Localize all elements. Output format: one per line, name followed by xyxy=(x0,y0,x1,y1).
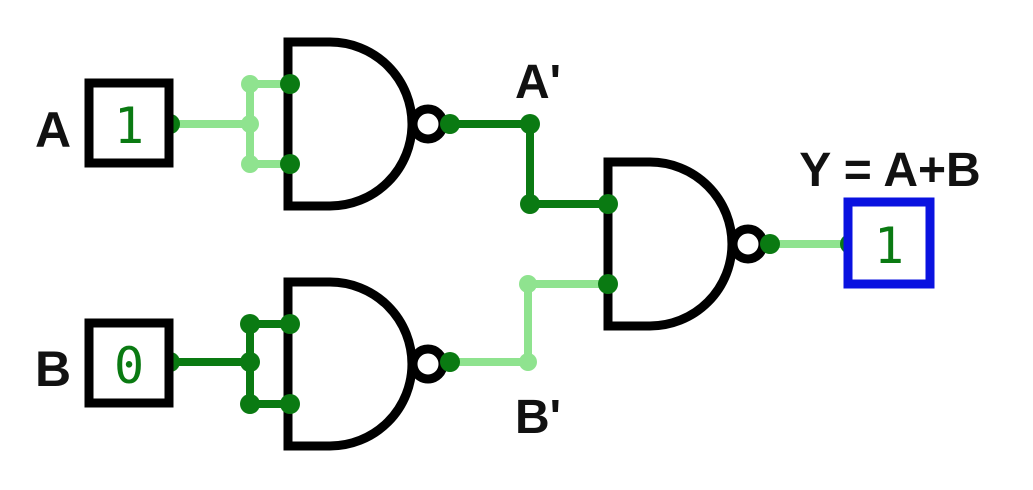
junction-dot xyxy=(241,75,259,93)
junction-dot xyxy=(519,353,537,371)
input-a-value: 1 xyxy=(114,97,144,155)
nand-gate-top xyxy=(283,37,448,211)
junction-dot xyxy=(519,275,537,293)
junction-dot xyxy=(280,314,300,334)
output-y-box xyxy=(843,197,935,289)
junction-dot xyxy=(240,352,260,372)
nand-gate-output xyxy=(603,157,768,331)
junction-dot xyxy=(280,74,300,94)
junction-dot xyxy=(440,114,460,134)
junction-dot xyxy=(598,194,618,214)
b-not-label: B' xyxy=(515,391,561,444)
output-expression-label: Y = A+B xyxy=(799,144,980,197)
junction-dot xyxy=(520,114,540,134)
junctions-low xyxy=(241,75,537,371)
junction-dot xyxy=(280,154,300,174)
junction-dot xyxy=(440,352,460,372)
nand-gate-top-bubble xyxy=(408,104,448,144)
input-b-value: 0 xyxy=(114,337,144,395)
junction-dot xyxy=(598,274,618,294)
junction-dot xyxy=(241,155,259,173)
junction-dot xyxy=(520,194,540,214)
input-a-label: A xyxy=(35,102,71,158)
nand-gate-output-bubble xyxy=(728,224,768,264)
junction-dot xyxy=(241,115,259,133)
nand-gate-bottom-bubble xyxy=(408,344,448,384)
a-not-label: A' xyxy=(515,56,561,109)
input-b-box[interactable] xyxy=(84,318,174,408)
wire-b-not xyxy=(446,280,611,366)
input-a-box[interactable] xyxy=(84,78,174,168)
junction-dot xyxy=(760,234,780,254)
junction-dot xyxy=(240,394,260,414)
input-b-label: B xyxy=(35,341,71,397)
output-y-value: 1 xyxy=(874,217,904,275)
nand-gate-bottom xyxy=(283,277,448,451)
junction-dot xyxy=(240,314,260,334)
wire-a-not xyxy=(446,120,612,208)
junction-dot xyxy=(280,394,300,414)
